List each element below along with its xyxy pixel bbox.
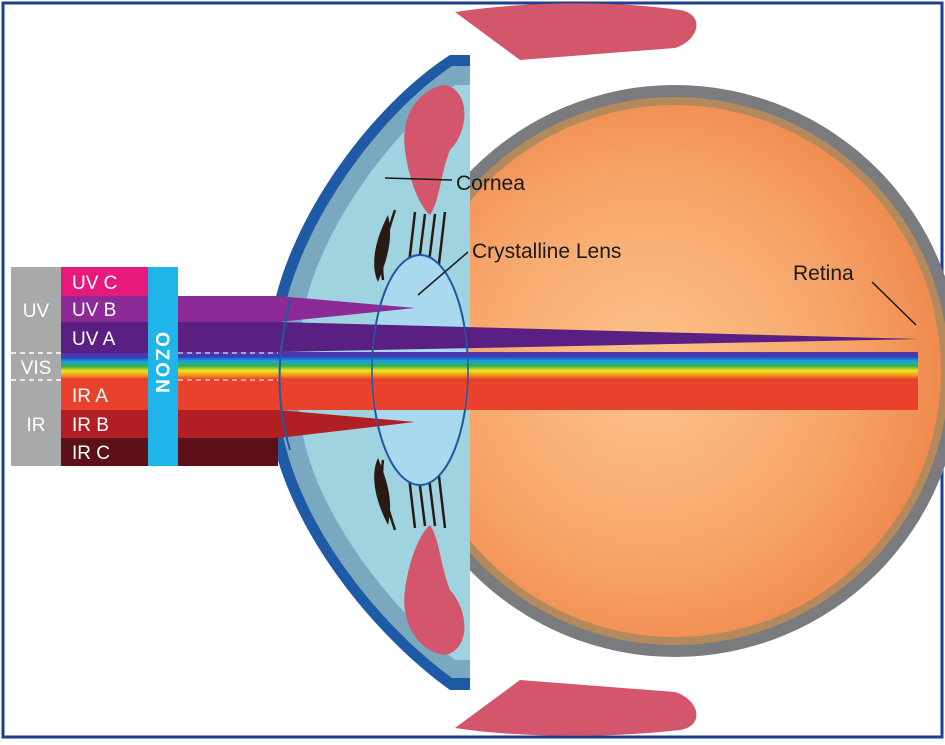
ozone-label: OZON [151, 332, 172, 395]
upper-muscle [455, 3, 696, 60]
irb-label: IR B [72, 415, 109, 436]
uvc-label: UV C [72, 273, 117, 294]
ira-ray [178, 380, 918, 410]
retina-label: Retina [793, 262, 854, 285]
uv-group-label: UV [23, 301, 50, 322]
irc-ray [178, 438, 278, 466]
irc-label: IR C [72, 443, 110, 464]
cornea-label: Cornea [456, 172, 525, 195]
vis-band-box [61, 353, 148, 380]
ir-group-label: IR [27, 415, 46, 436]
vis-group-label: VIS [21, 358, 52, 379]
lower-muscle [455, 680, 696, 736]
lens-label: Crystalline Lens [472, 240, 621, 263]
uva-label: UV A [72, 329, 116, 350]
visible-ray [178, 352, 918, 380]
uvb-label: UV B [72, 300, 116, 321]
ira-label: IR A [72, 386, 108, 407]
